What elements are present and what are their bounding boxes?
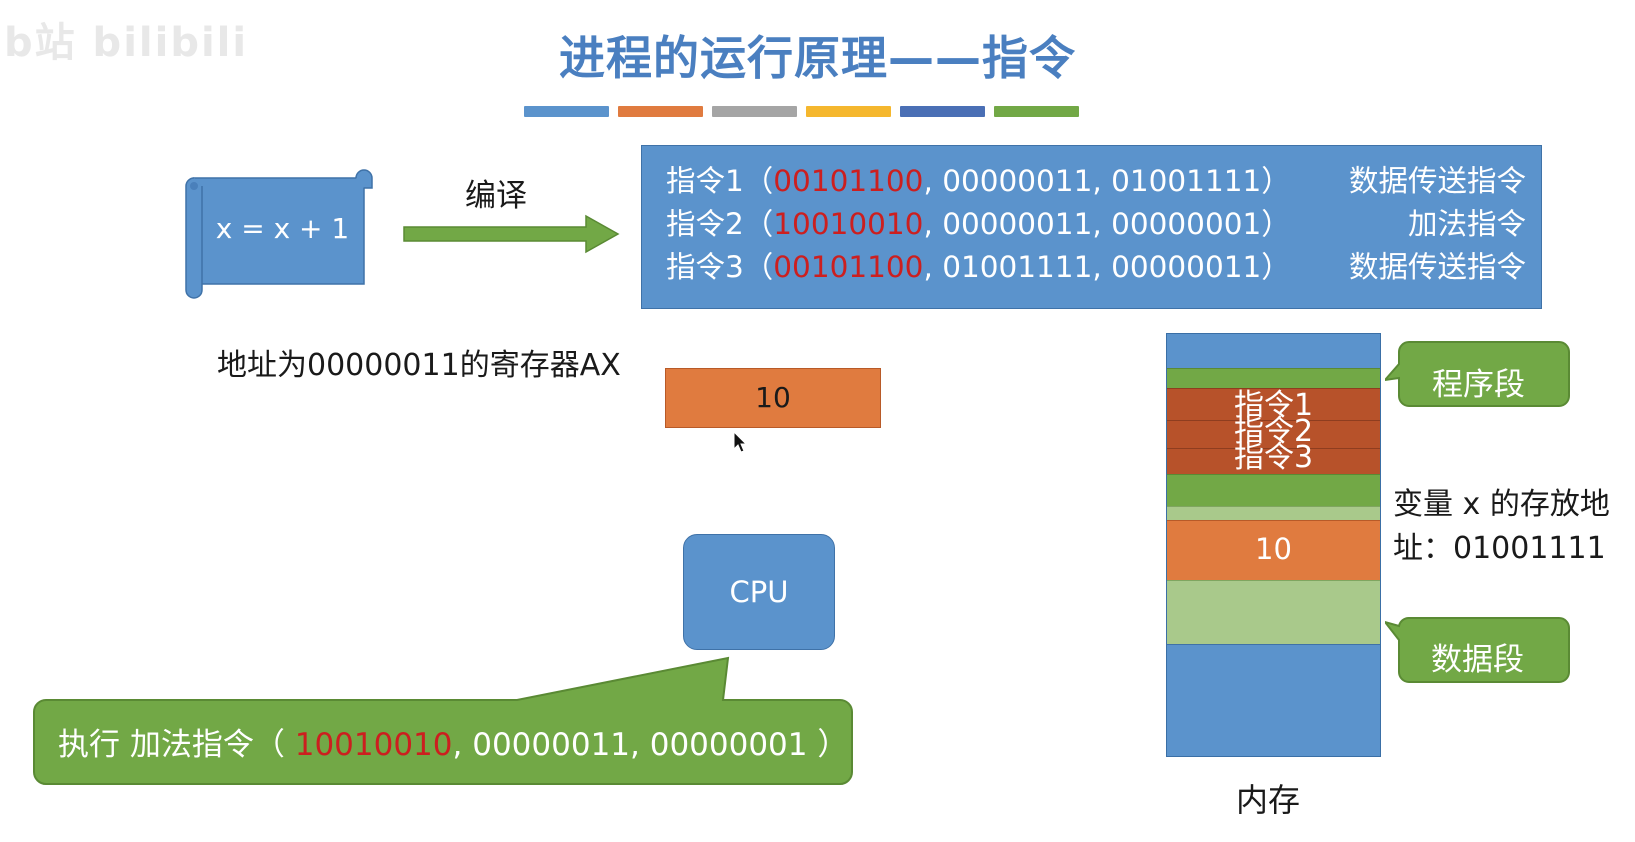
title-bar-blue [524,106,609,117]
memory-variable-x-value: 10 [1255,532,1292,566]
memory-segment-top [1167,334,1380,368]
memory-instr-cell-1 [1167,388,1380,420]
memory-segment-bottom [1167,644,1380,756]
execute-callout-bubble [33,656,853,785]
memory-segment-program-head [1167,368,1380,388]
instruction-opcode: 00101100 [773,250,924,284]
mouse-cursor-icon [733,431,748,453]
instruction-row-1: 指令1（00101100, 00000011, 01001111） 数据传送指令 [666,158,1526,198]
compile-arrow [403,214,620,254]
memory-instr-2: 指令2 [1233,414,1314,449]
source-code-scroll [185,169,373,299]
execute-opcode: 10010010 [294,727,453,763]
instruction-row-2: 指令2（10010010, 00000011, 00000001） 加法指令 [666,201,1526,241]
register-label: 地址为00000011的寄存器AX [217,348,621,383]
instruction-row-3: 指令3（00101100, 01001111, 00000011） 数据传送指令 [666,244,1526,284]
title-bar-yellow [806,106,891,117]
page-title: 进程的运行原理——指令 [559,31,1076,85]
segment-callouts [1385,341,1570,683]
instruction-list-box [641,145,1542,309]
register-ax-box: 10 [665,368,881,428]
memory-label: 内存 [1236,781,1301,819]
execute-prefix: 执行 加法指令（ [58,727,295,763]
memory-segment-data [1167,580,1380,644]
memory-instr-cell-3 [1167,448,1380,474]
instruction-operands: , 01001111, 00000011） [923,250,1291,284]
memory-segment-data-head [1167,506,1380,520]
instruction-opcode: 10010010 [773,207,924,241]
variable-note-line-1: 变量 x 的存放地 [1393,487,1610,522]
data-segment-label: 数据段 [1431,642,1524,678]
memory-instr-3: 指令3 [1233,440,1314,475]
instruction-type: 数据传送指令 [1348,164,1526,198]
source-code-text: x = x + 1 [215,212,350,245]
instruction-type: 数据传送指令 [1348,250,1526,284]
title-bar-gray [712,106,797,117]
title-color-bars [524,106,1079,117]
title-bar-green [994,106,1079,117]
instruction-opcode: 00101100 [773,164,924,198]
variable-note-line-2: 址：01001111 [1393,531,1606,566]
memory-column: 指令1 指令2 指令3 10 [1166,333,1381,757]
cpu-box: CPU [683,534,835,650]
instruction-type: 加法指令 [1407,207,1526,241]
title-bar-navy [900,106,985,117]
compile-label: 编译 [465,178,527,214]
memory-instr-cell-2 [1167,420,1380,448]
execute-operands: , 00000011, 00000001 ） [452,727,849,763]
instruction-label: 指令3（ [666,250,774,284]
instruction-label: 指令1（ [666,164,774,198]
instruction-operands: , 00000011, 00000001） [923,207,1291,241]
watermark-logo: b站 bilibili [4,20,249,66]
execute-instruction-text: 执行 加法指令（ 10010010, 00000011, 00000001 ） [58,719,848,764]
instruction-label: 指令2（ [666,207,774,241]
title-bar-orange [618,106,703,117]
memory-instr-1: 指令1 [1233,388,1314,423]
memory-segment-program-tail [1167,474,1380,506]
program-segment-label: 程序段 [1432,367,1525,403]
memory-variable-x-cell [1167,520,1380,580]
instruction-operands: , 00000011, 01001111） [923,164,1291,198]
variable-address-note: 变量 x 的存放地 址：01001111 [1393,483,1610,571]
